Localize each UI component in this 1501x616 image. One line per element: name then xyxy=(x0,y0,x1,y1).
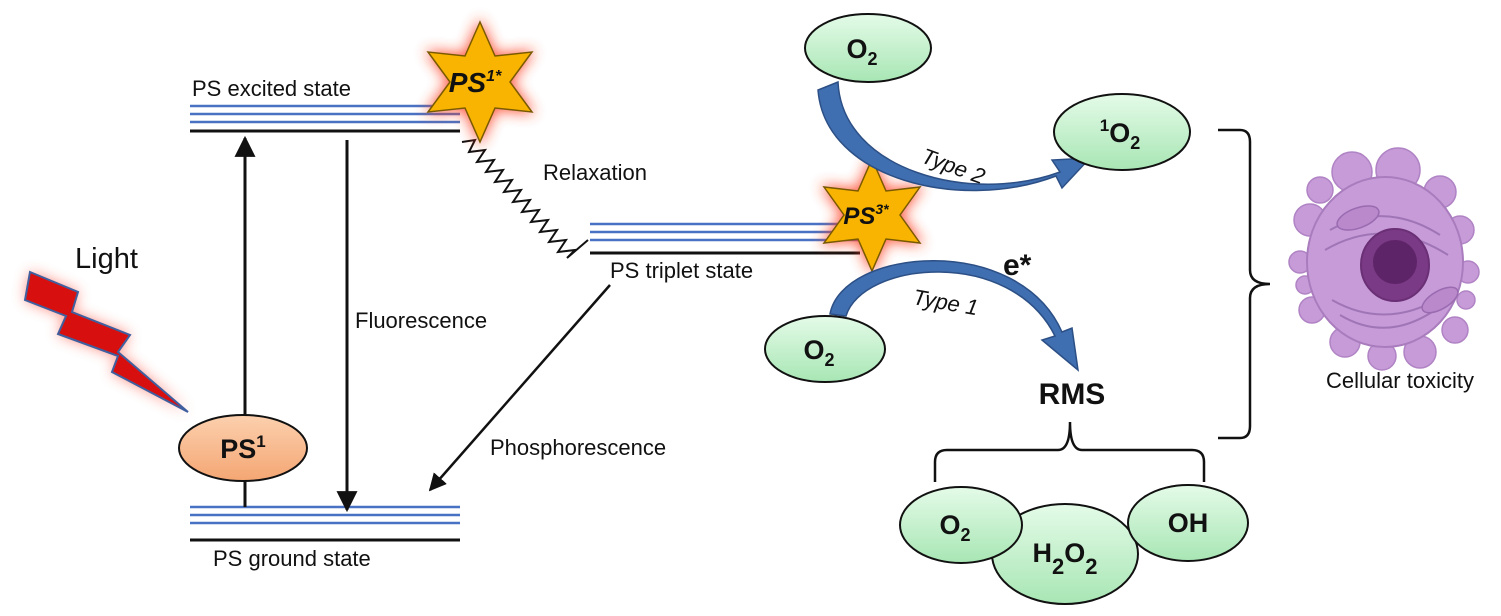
triplet-state-label: PS triplet state xyxy=(610,258,753,283)
svg-text:PS1: PS1 xyxy=(220,432,266,464)
o2-left-base: O xyxy=(803,335,824,365)
ground-state-label: PS ground state xyxy=(213,546,371,571)
h2o2-o: O xyxy=(1064,538,1085,568)
hydroxyl-label: OH xyxy=(1168,508,1209,538)
phosphorescence-label: Phosphorescence xyxy=(490,435,666,460)
svg-text:H2O2: H2O2 xyxy=(1032,538,1097,579)
phosphorescence-arrow xyxy=(428,284,611,492)
lightning-bolt-icon xyxy=(23,270,189,413)
excited-state-label: PS excited state xyxy=(192,76,351,101)
singlet-oxygen-sub: 2 xyxy=(1130,133,1140,153)
ps1-excited-base: PS xyxy=(449,67,487,98)
rms-bracket xyxy=(933,421,1206,482)
svg-text:O2: O2 xyxy=(803,335,834,370)
relaxation-label: Relaxation xyxy=(543,160,647,185)
light-label: Light xyxy=(75,243,138,275)
rms-label: RMS xyxy=(1039,378,1106,411)
hydroxyl-molecule: OH xyxy=(1127,484,1249,562)
type1-label: Type 1 xyxy=(911,284,980,320)
ps1-excited-star: PS1* xyxy=(425,18,535,146)
o2-rms-base: O xyxy=(939,510,960,540)
o2-top-molecule: O2 xyxy=(804,13,932,83)
svg-text:O2: O2 xyxy=(846,34,877,69)
cell-icon xyxy=(1288,147,1480,371)
o2-top-base: O xyxy=(846,34,867,64)
h2o2-h: H xyxy=(1032,538,1052,568)
singlet-oxygen-base: O xyxy=(1109,118,1130,148)
o2-left-molecule: O2 xyxy=(764,315,886,383)
h2o2-h-sub: 2 xyxy=(1052,554,1064,579)
ps3-excited-sup: 3* xyxy=(875,201,889,217)
toxicity-bracket xyxy=(1218,128,1271,440)
o2-rms-sub: 2 xyxy=(961,525,971,545)
h2o2-molecule: H2O2 xyxy=(991,503,1139,605)
ps3-excited-base: PS xyxy=(843,203,875,230)
singlet-oxygen-pre-sup: 1 xyxy=(1100,116,1109,135)
triplet-state-level xyxy=(590,222,860,255)
o2-top-sub: 2 xyxy=(868,49,878,69)
type2-curved-arrow xyxy=(817,80,1092,192)
ps1-base: PS xyxy=(220,434,256,464)
svg-text:PS3*: PS3* xyxy=(843,201,889,230)
ps1-ground-molecule: PS1 xyxy=(178,414,308,482)
svg-text:1O2: 1O2 xyxy=(1100,116,1141,153)
type1-curved-arrow xyxy=(829,260,1080,372)
svg-text:O2: O2 xyxy=(939,510,970,545)
h2o2-o-sub: 2 xyxy=(1085,554,1097,579)
ground-state-level xyxy=(190,505,460,542)
cellular-toxicity-label: Cellular toxicity xyxy=(1326,368,1474,393)
ps1-sup: 1 xyxy=(256,432,265,451)
excited-state-level xyxy=(190,104,460,133)
relaxation-zigzag xyxy=(461,138,589,259)
o2-rms-molecule: O2 xyxy=(899,486,1023,564)
svg-text:PS1*: PS1* xyxy=(449,67,502,98)
ps1-excited-sup: 1* xyxy=(486,68,502,85)
o2-left-sub: 2 xyxy=(825,350,835,370)
singlet-oxygen-molecule: 1O2 xyxy=(1053,93,1191,171)
fluorescence-label: Fluorescence xyxy=(355,308,487,333)
